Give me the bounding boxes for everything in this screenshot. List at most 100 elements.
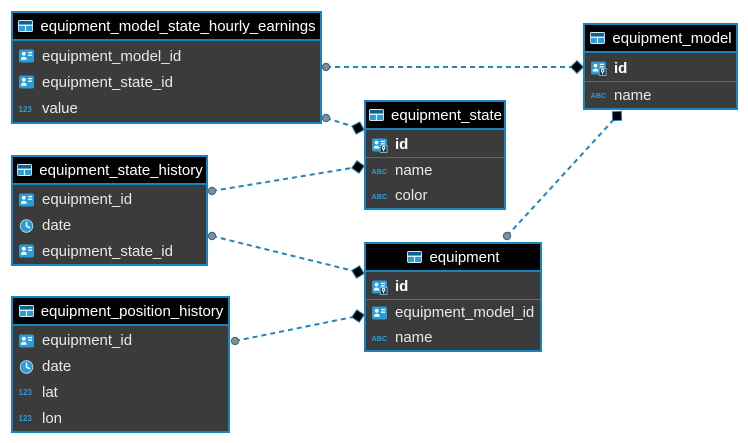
svg-text:ABC: ABC (591, 91, 607, 100)
column-row[interactable]: date (13, 354, 228, 380)
svg-text:123: 123 (19, 414, 33, 423)
relationship[interactable] (321, 59, 585, 75)
column-name: equipment_id (42, 332, 133, 350)
table-header[interactable]: equipment_model_state_hourly_earnings (13, 13, 320, 41)
primary-key-column-icon (371, 136, 390, 153)
table-icon (16, 162, 33, 178)
table-icon (368, 107, 385, 123)
foreign-key-column-icon (18, 191, 37, 208)
column-name: lat (42, 383, 58, 401)
svg-text:123: 123 (19, 105, 33, 114)
column-name: date (42, 358, 72, 376)
column-row[interactable]: equipment_model_id (13, 43, 320, 69)
column-name: name (395, 162, 433, 179)
relationship[interactable] (502, 110, 623, 241)
table-title: equipment (429, 248, 500, 266)
svg-text:ABC: ABC (372, 334, 388, 343)
number-column-icon: 123 (18, 410, 37, 427)
column-row[interactable]: ABC color (366, 183, 504, 208)
relationship-line[interactable] (234, 315, 359, 342)
table-header[interactable]: equipment_model (585, 25, 736, 53)
relationship-source-dot (207, 231, 217, 241)
table-title: equipment_state (391, 106, 502, 124)
table-title: equipment_state_history (39, 161, 203, 179)
column-name: equipment_model_id (42, 47, 182, 65)
relationship-line[interactable] (211, 166, 359, 192)
relationship-target-diamond (611, 110, 623, 122)
relationship-target-diamond (569, 59, 585, 75)
column-row[interactable]: ABC name (585, 82, 736, 108)
table-header[interactable]: equipment (366, 244, 540, 272)
relationship[interactable] (207, 231, 365, 279)
text-column-icon: ABC (590, 87, 609, 104)
column-name: name (614, 86, 652, 104)
table-header[interactable]: equipment_state (366, 102, 504, 130)
table-icon (589, 30, 606, 46)
relationship[interactable] (321, 113, 365, 135)
foreign-key-column-icon (18, 332, 37, 349)
column-name: equipment_state_id (42, 242, 173, 260)
table-icon (17, 18, 34, 34)
column-row[interactable]: 123 value (13, 96, 320, 122)
text-column-icon: ABC (371, 329, 390, 346)
relationship-source-dot (321, 62, 331, 72)
table-header[interactable]: equipment_position_history (13, 298, 228, 326)
column-row[interactable]: equipment_model_id (366, 300, 540, 325)
column-row[interactable]: id (585, 55, 736, 82)
column-name: date (42, 217, 72, 234)
relationship-line[interactable] (211, 235, 359, 273)
relationship-source-dot (230, 336, 240, 346)
foreign-key-column-icon (371, 304, 390, 321)
svg-text:123: 123 (19, 388, 33, 397)
table-icon (406, 249, 423, 265)
column-row[interactable]: 123 lon (13, 405, 228, 431)
datetime-column-icon (18, 358, 37, 375)
table-icon (18, 303, 35, 319)
column-row[interactable]: id (366, 132, 504, 158)
relationship-target-diamond (351, 265, 365, 279)
column-row[interactable]: equipment_state_id (13, 69, 320, 95)
column-row[interactable]: equipment_id (13, 328, 228, 354)
table-columns: equipment_model_id equipment_state_id 123 v… (13, 41, 320, 122)
table-title: equipment_position_history (40, 302, 224, 320)
column-name: equipment_id (42, 191, 133, 209)
foreign-key-column-icon (18, 48, 37, 65)
svg-text:ABC: ABC (372, 167, 388, 176)
column-row[interactable]: ABC name (366, 158, 504, 183)
table-header[interactable]: equipment_state_history (13, 157, 206, 185)
text-column-icon: ABC (371, 187, 390, 204)
relationship-target-diamond (351, 121, 365, 135)
column-name: color (395, 187, 428, 204)
column-name: equipment_state_id (42, 73, 173, 91)
column-row[interactable]: equipment_state_id (13, 238, 206, 264)
column-name: id (395, 136, 409, 153)
relationship-source-dot (207, 186, 217, 196)
column-row[interactable]: 123 lat (13, 380, 228, 406)
column-row[interactable]: id (366, 274, 540, 300)
column-name: value (42, 100, 78, 118)
number-column-icon: 123 (18, 384, 37, 401)
foreign-key-column-icon (18, 243, 37, 260)
column-row[interactable]: ABC name (366, 325, 540, 350)
primary-key-column-icon (590, 60, 609, 77)
relationship-target-diamond (351, 160, 365, 174)
column-row[interactable]: date (13, 213, 206, 239)
relationship-line[interactable] (506, 115, 618, 237)
relationship[interactable] (207, 160, 365, 196)
column-name: id (614, 59, 628, 77)
column-row[interactable]: equipment_id (13, 187, 206, 213)
column-name: lon (42, 409, 63, 427)
column-name: name (395, 329, 433, 346)
text-column-icon: ABC (371, 162, 390, 179)
relationship[interactable] (230, 309, 365, 346)
